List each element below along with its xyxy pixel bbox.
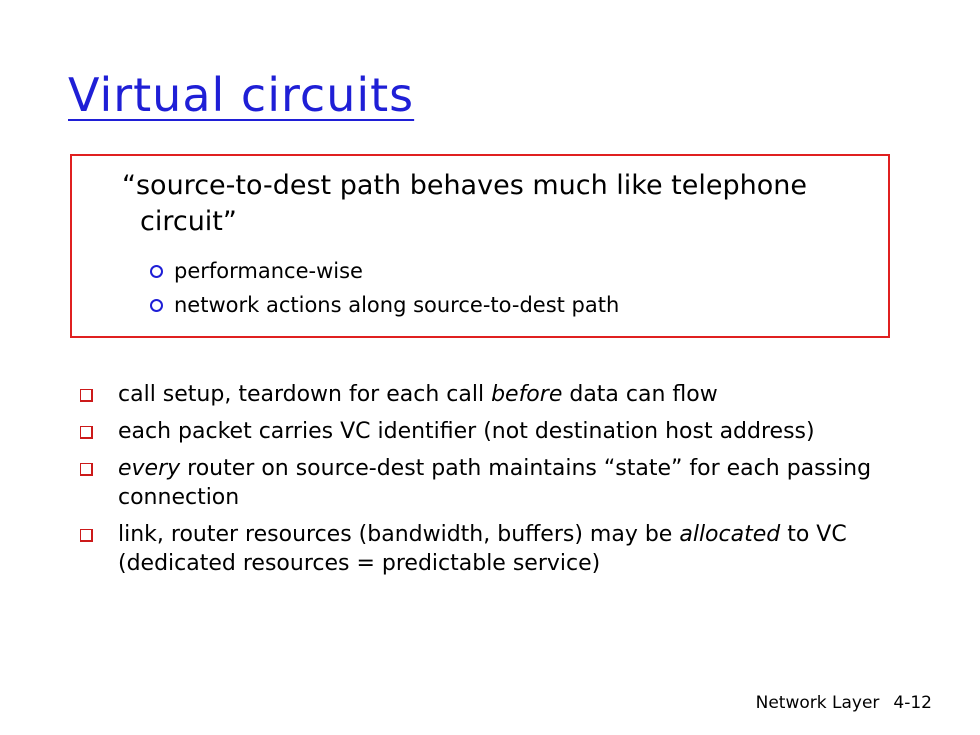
square-bullet-icon (80, 426, 93, 439)
square-bullet-icon (80, 389, 93, 402)
list-item: every router on source-dest path maintai… (72, 454, 932, 512)
sub-item-text: performance-wise (174, 259, 363, 283)
quote-line-2: circuit” (140, 206, 237, 237)
circle-bullet-icon (150, 265, 163, 278)
quote-line-1: “source-to-dest path behaves much like t… (122, 170, 807, 201)
list-item: performance-wise (150, 254, 619, 288)
list-item: each packet carries VC identifier (not d… (72, 417, 932, 446)
page-number: 4-12 (893, 693, 932, 713)
bullet-text-emphasis: allocated (679, 522, 781, 547)
square-bullet-icon (80, 529, 93, 542)
sub-item-text: network actions along source-to-dest pat… (174, 293, 620, 317)
quote-box: “source-to-dest path behaves much like t… (70, 154, 890, 338)
bullet-text-post: data can flow (562, 382, 718, 407)
slide-footer: Network Layer 4-12 (756, 693, 932, 713)
footer-section: Network Layer (755, 693, 880, 713)
bullet-list: call setup, teardown for each call befor… (72, 380, 932, 586)
bullet-text-pre: each packet carries VC identifier (not d… (118, 419, 815, 444)
bullet-text-emphasis: before (491, 382, 563, 407)
bullet-text-pre: link, router resources (bandwidth, buffe… (118, 522, 680, 547)
bullet-text-emphasis: every (118, 456, 181, 481)
quote-text: “source-to-dest path behaves much like t… (122, 168, 892, 240)
bullet-text-pre: call setup, teardown for each call (118, 382, 492, 407)
bullet-text-post: router on source-dest path maintains “st… (118, 456, 872, 510)
square-bullet-icon (80, 463, 93, 476)
list-item: network actions along source-to-dest pat… (150, 288, 619, 322)
bullet-text-post: to VC (dedicated resources = predictable… (118, 522, 847, 576)
slide-title: Virtual circuits (68, 68, 415, 122)
list-item: link, router resources (bandwidth, buffe… (72, 520, 932, 578)
circle-bullet-icon (150, 299, 163, 312)
list-item: call setup, teardown for each call befor… (72, 380, 932, 409)
quote-sub-list: performance-wise network actions along s… (150, 254, 619, 322)
